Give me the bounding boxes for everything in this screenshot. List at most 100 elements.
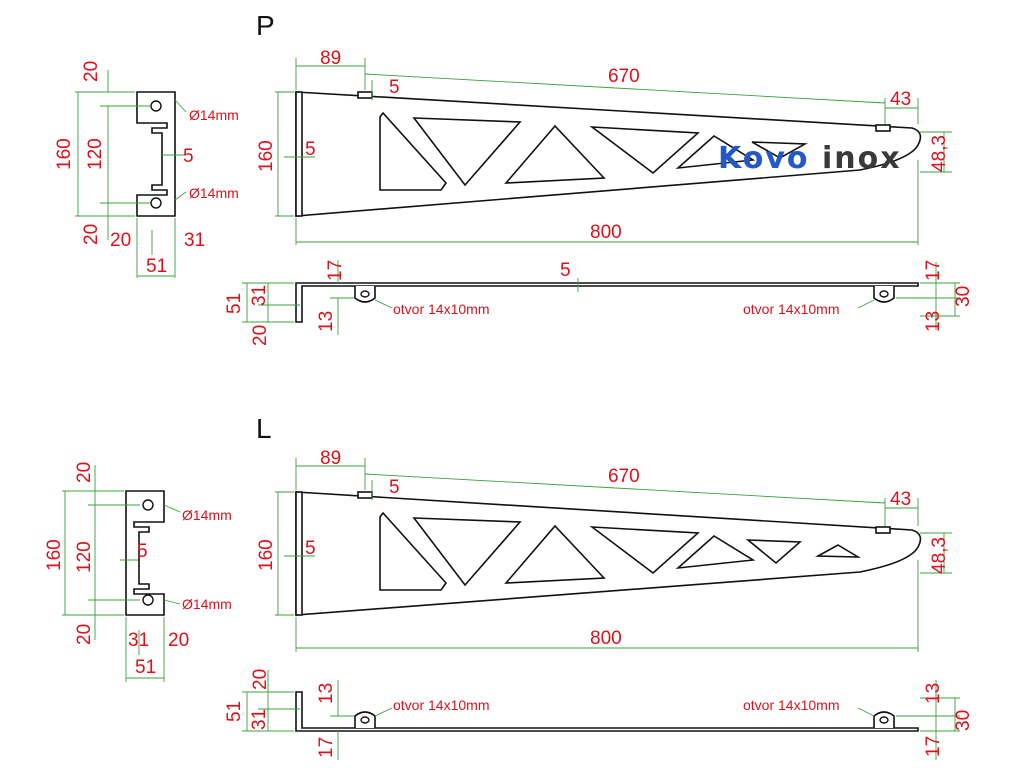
dim-800: 800 (590, 628, 622, 649)
mounting-hole-bottom (142, 594, 154, 606)
variant-l: L 20 160 120 5 20 31 20 5 (44, 413, 974, 760)
dim-17-right: 17 (923, 260, 944, 281)
dim-20-base: 20 (110, 230, 131, 251)
dim-160: 160 (54, 138, 75, 170)
dim-43: 43 (890, 489, 911, 510)
dim-31: 31 (249, 709, 270, 730)
front-view-p: Kovo inox 89 670 5 43 160 5 (256, 48, 952, 245)
dim-31: 31 (128, 630, 149, 651)
dim-51: 51 (146, 256, 167, 277)
dim-800: 800 (590, 222, 622, 243)
dim-13-left: 13 (316, 311, 337, 332)
dim-160: 160 (44, 539, 65, 571)
dim-48-3: 48,3 (929, 537, 950, 574)
slot-hole-left (360, 716, 370, 724)
dim-20: 20 (250, 325, 271, 346)
mounting-hole-bottom (150, 197, 162, 209)
lightening-cutouts (379, 111, 808, 191)
variant-label-l: L (256, 413, 272, 444)
mounting-hole-top (142, 499, 154, 511)
dim-31: 31 (249, 285, 270, 306)
side-view-p: 20 160 120 5 20 20 31 51 Ø14mm Ø14mm (54, 61, 239, 278)
cutout (379, 511, 448, 591)
dim-5: 5 (183, 146, 194, 167)
dim-20-base: 20 (168, 630, 189, 651)
cutout (379, 111, 448, 191)
dim-120: 120 (85, 138, 106, 170)
plan-view-p: 17 51 31 20 13 5 otvor 14x10mm otvor 14x… (224, 260, 974, 346)
mounting-hole-top (150, 100, 162, 112)
dim-17-right: 17 (923, 736, 944, 757)
dim-20-top: 20 (74, 462, 95, 483)
dim-89: 89 (320, 48, 341, 69)
dim-20: 20 (250, 669, 271, 690)
cutout (745, 539, 803, 565)
dim-51: 51 (224, 701, 245, 722)
slot-hole-right (879, 716, 889, 724)
dim-13-right: 13 (923, 311, 944, 332)
slot-hole-right (879, 290, 889, 298)
slot-label-left: otvor 14x10mm (393, 697, 489, 713)
dim-13-right: 13 (923, 683, 944, 704)
bracket-side-profile (136, 91, 176, 217)
dim-51: 51 (135, 657, 156, 678)
dim-89: 89 (320, 448, 341, 469)
dim-17-left: 17 (325, 260, 346, 281)
slot-label-left: otvor 14x10mm (393, 301, 489, 317)
bracket-back-plate (295, 91, 303, 217)
dim-51: 51 (224, 293, 245, 314)
bracket-tab-right (875, 124, 891, 132)
bracket-plan-profile (295, 282, 919, 323)
cutout (675, 135, 756, 170)
brand-logo-kovo: Kovo (718, 141, 810, 176)
variant-p: P 20 160 120 5 20 20 3 (54, 10, 974, 346)
dim-43: 43 (890, 89, 911, 110)
dim-160: 160 (256, 539, 277, 571)
lightening-cutouts (379, 511, 862, 591)
hole-label-bottom: Ø14mm (189, 185, 239, 201)
cutout (412, 517, 522, 587)
dim-20-bottom: 20 (81, 224, 102, 245)
dim-120: 120 (74, 541, 95, 573)
dim-31: 31 (184, 230, 205, 251)
dim-670: 670 (608, 66, 640, 87)
dim-20-bottom: 20 (74, 624, 95, 645)
dim-5-left: 5 (305, 139, 316, 160)
front-view-l: 89 670 5 43 160 5 48,3 800 (256, 448, 952, 652)
cutout (589, 526, 700, 575)
slot-hole-left (360, 290, 370, 298)
hole-label-bottom: Ø14mm (182, 596, 232, 612)
slot-label-right: otvor 14x10mm (743, 301, 839, 317)
dim-5: 5 (560, 260, 571, 281)
cutout (675, 535, 756, 570)
cutout (751, 141, 808, 159)
slot-label-right: otvor 14x10mm (743, 697, 839, 713)
dim-30: 30 (953, 286, 974, 307)
cutout (815, 544, 862, 558)
brand-logo-inox: inox (822, 141, 902, 176)
dim-48-3: 48,3 (929, 135, 950, 172)
variant-label-p: P (256, 10, 275, 41)
bracket-side-profile (125, 490, 165, 616)
cutout (504, 124, 606, 184)
dim-160: 160 (256, 140, 277, 172)
side-view-l: 20 160 120 5 20 31 20 51 Ø14mm Ø14mm (44, 462, 232, 682)
bracket-back-plate (295, 491, 303, 616)
dim-5-top: 5 (389, 477, 400, 498)
dim-5-top: 5 (389, 77, 400, 98)
dim-17-left: 17 (316, 737, 337, 758)
bracket-tab-right (875, 526, 891, 534)
dim-20-top: 20 (81, 61, 102, 82)
bracket-tab-left (357, 91, 373, 99)
cutout (589, 126, 700, 175)
hole-label-top: Ø14mm (182, 507, 232, 523)
dim-13-left: 13 (316, 683, 337, 704)
bracket-tab-left (357, 491, 373, 499)
hole-label-top: Ø14mm (189, 107, 239, 123)
plan-view-l: 20 13 51 31 17 otvor 14x10mm otvor 14x10… (224, 669, 974, 760)
cutout (504, 524, 606, 584)
dim-5: 5 (137, 541, 148, 562)
dim-670: 670 (608, 466, 640, 487)
dim-30: 30 (953, 710, 974, 731)
